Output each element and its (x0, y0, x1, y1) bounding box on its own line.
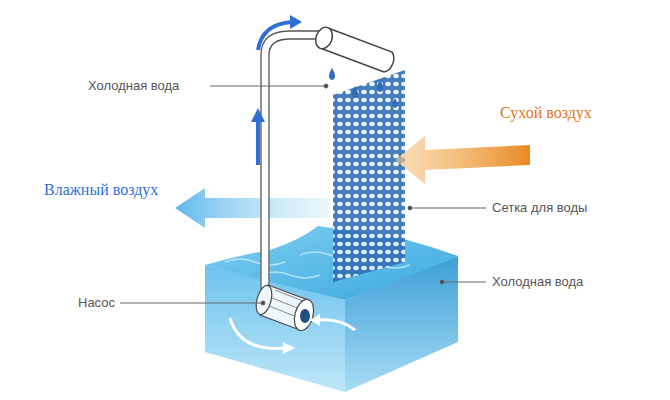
leader-lines (120, 84, 486, 305)
pump (253, 284, 316, 333)
humid-air-label: Влажный воздух (44, 182, 158, 198)
water-mesh (333, 70, 405, 282)
water-label: Холодная вода (492, 274, 583, 290)
dry-air-arrow (395, 136, 530, 184)
water-surface (205, 226, 458, 300)
pump-label: Насос (78, 295, 115, 311)
water-label: Холодная вода (88, 78, 179, 94)
dry-air-label: Сухой воздух (500, 105, 592, 121)
mesh-label: Сетка для воды (492, 200, 587, 216)
water-drops (329, 68, 398, 108)
sprinkler-tube (313, 25, 394, 72)
humid-air-arrow (175, 188, 330, 228)
